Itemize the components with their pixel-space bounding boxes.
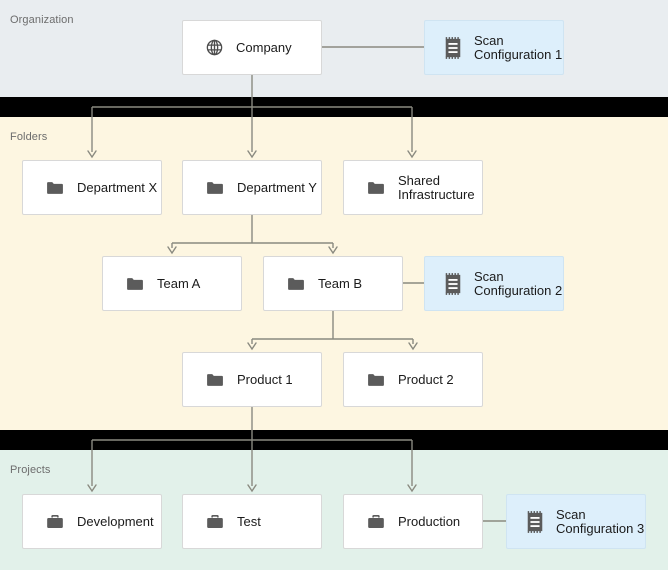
arrowhead-product2	[408, 342, 418, 351]
folder-icon	[366, 178, 386, 198]
briefcase-icon	[366, 512, 386, 532]
node-label: Development	[77, 513, 154, 529]
briefcase-icon	[205, 512, 225, 532]
arrowhead-departmentx	[87, 150, 97, 159]
node-scan1[interactable]: Scan Configuration 1	[424, 20, 564, 75]
node-label: Team B	[318, 275, 363, 291]
band-label-folders: Folders	[10, 131, 48, 143]
node-label: Test	[237, 513, 261, 529]
arrowhead-development	[87, 484, 97, 493]
arrowhead-departmenty	[247, 150, 257, 159]
node-label: Production	[398, 513, 461, 529]
folder-icon	[205, 178, 225, 198]
node-test[interactable]: Test	[182, 494, 322, 549]
node-company[interactable]: Company	[182, 20, 322, 75]
node-development[interactable]: Development	[22, 494, 162, 549]
node-team-a[interactable]: Team A	[102, 256, 242, 311]
arrowhead-test	[247, 484, 257, 493]
node-shared-infra[interactable]: Shared Infrastructure	[343, 160, 483, 215]
arrowhead-product1	[247, 342, 257, 351]
arrowhead-teamb	[328, 246, 338, 255]
node-product-1[interactable]: Product 1	[182, 352, 322, 407]
node-production[interactable]: Production	[343, 494, 483, 549]
node-team-b[interactable]: Team B	[263, 256, 403, 311]
node-label: Department Y	[237, 179, 317, 195]
node-scan3[interactable]: Scan Configuration 3	[506, 494, 646, 549]
node-label: Shared Infrastructure	[398, 172, 475, 202]
arrowhead-production	[407, 484, 417, 493]
folder-icon	[125, 274, 145, 294]
receipt-icon	[443, 36, 463, 59]
node-department-y[interactable]: Department Y	[182, 160, 322, 215]
node-product-2[interactable]: Product 2	[343, 352, 483, 407]
arrowhead-sharedinfra	[407, 150, 417, 159]
band-label-organization: Organization	[10, 14, 74, 26]
node-label: Product 1	[237, 371, 293, 387]
folder-icon	[45, 178, 65, 198]
briefcase-icon	[45, 512, 65, 532]
node-label: Scan Configuration 3	[556, 506, 645, 536]
node-label: Company	[236, 39, 292, 55]
node-label: Scan Configuration 1	[474, 32, 563, 62]
folder-icon	[366, 370, 386, 390]
node-label: Scan Configuration 2	[474, 268, 563, 298]
arrowhead-teama	[167, 246, 177, 255]
band-label-projects: Projects	[10, 464, 51, 476]
folder-icon	[286, 274, 306, 294]
receipt-icon	[525, 510, 545, 533]
globe-icon	[205, 38, 224, 57]
receipt-icon	[443, 272, 463, 295]
node-department-x[interactable]: Department X	[22, 160, 162, 215]
folder-icon	[205, 370, 225, 390]
node-label: Team A	[157, 275, 201, 291]
node-scan2[interactable]: Scan Configuration 2	[424, 256, 564, 311]
node-label: Department X	[77, 179, 158, 195]
node-label: Product 2	[398, 371, 454, 387]
